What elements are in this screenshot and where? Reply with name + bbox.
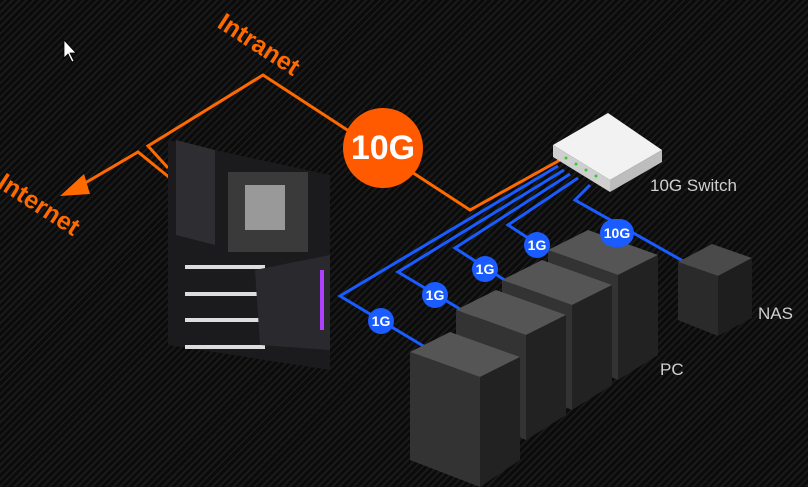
blue-links (337, 164, 691, 352)
pc2-speed-badge: 1G (422, 282, 448, 308)
pc3-speed-badge: 1G (472, 256, 498, 282)
switch-image (553, 113, 662, 192)
pc1-speed-badge: 1G (368, 308, 394, 334)
internet-arrow-icon (60, 174, 90, 196)
uplink-speed-badge: 10G (343, 108, 423, 188)
pc-label: PC (660, 360, 684, 379)
pc-towers (410, 230, 658, 487)
nas-image (678, 244, 752, 336)
pc4-speed-badge: 1G (524, 232, 550, 258)
orange-links (79, 73, 561, 212)
nas-label: NAS (758, 304, 793, 323)
switch-label: 10G Switch (650, 176, 737, 195)
nas-speed-badge: 10G (600, 219, 634, 247)
motherboard-image (168, 140, 330, 370)
